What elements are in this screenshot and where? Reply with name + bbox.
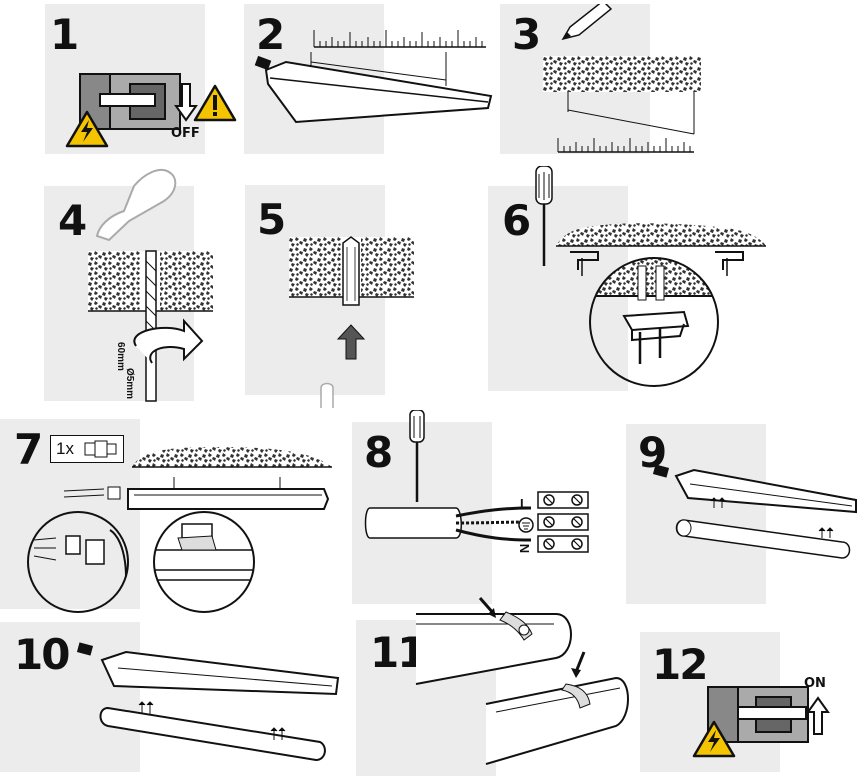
step-number: 6 [502, 196, 531, 245]
depth-label: 60mm [114, 342, 126, 371]
dowel-icon [342, 236, 360, 306]
quantity-label: 1x [56, 439, 74, 458]
step-5-panel: 5 [245, 185, 445, 410]
step-number: 10 [14, 630, 70, 679]
terminal-label-L: L [520, 496, 528, 511]
step-4-panel: 4 60mm Ø5mm [44, 166, 244, 411]
arrow-up-icon [806, 696, 830, 735]
step-number: 1 [50, 10, 79, 59]
zoom-detail [589, 257, 719, 387]
step-12-panel: 12 ON [640, 632, 863, 776]
switch-icon [79, 73, 181, 130]
step-10-panel: 10 [0, 618, 345, 776]
lamp-body-icon [76, 642, 340, 696]
step-6-panel: 6 [488, 166, 778, 391]
lamp-body-icon [254, 52, 493, 124]
clip-icon [570, 251, 599, 276]
step-7-panel: 7 1x [0, 415, 345, 615]
arrow-down-icon [174, 83, 198, 122]
concrete-wall [132, 447, 332, 468]
step-number: 5 [257, 195, 286, 244]
step-8-panel: 8 L N [352, 410, 602, 610]
drill-bit-icon [133, 250, 204, 402]
tube-icon [675, 497, 851, 559]
diffuser-icon [99, 701, 326, 762]
warning-icon [65, 110, 109, 148]
terminal-label-N: N [517, 543, 533, 554]
pencil-icon [561, 4, 613, 41]
diameter-label: Ø5mm [124, 367, 136, 400]
ruler-icon [557, 92, 695, 153]
step-3-panel: 3 [500, 4, 710, 164]
concrete-wall [543, 56, 701, 92]
step-number: 3 [512, 10, 541, 59]
screwdriver-icon [535, 166, 553, 266]
ground-icon [518, 517, 534, 533]
step-number: 7 [14, 425, 43, 474]
step-9-panel: 9 [626, 416, 863, 611]
terminal-block-icon [537, 491, 589, 553]
quantity-box: 1x [50, 435, 124, 463]
lamp-closeup-icon [415, 597, 629, 765]
ruler-icon [313, 30, 486, 48]
zoom-detail [153, 511, 255, 613]
cable-icon [364, 506, 532, 542]
screwdriver-icon [409, 410, 425, 502]
concrete-wall [556, 223, 766, 247]
warning-icon [193, 84, 237, 122]
clip-icon [715, 251, 744, 276]
cable-gland-icon [84, 440, 117, 458]
step-number: 2 [256, 10, 285, 59]
arrow-up-icon [336, 324, 366, 360]
lamp-body-icon [652, 464, 857, 514]
screwdriver-icon [320, 382, 334, 408]
switch-icon [707, 686, 809, 743]
step-11-panel: 11 [356, 594, 636, 776]
step-number: 8 [364, 428, 393, 477]
drill-icon [95, 168, 177, 242]
step-1-panel: 1 OFF [40, 4, 240, 164]
off-label: OFF [171, 126, 200, 141]
step-number: 4 [58, 196, 87, 245]
warning-icon [692, 720, 736, 758]
step-2-panel: 2 [244, 4, 494, 164]
zoom-detail [27, 511, 129, 613]
on-label: ON [804, 676, 826, 691]
step-number: 12 [652, 640, 708, 689]
lamp-body-icon [63, 477, 330, 510]
